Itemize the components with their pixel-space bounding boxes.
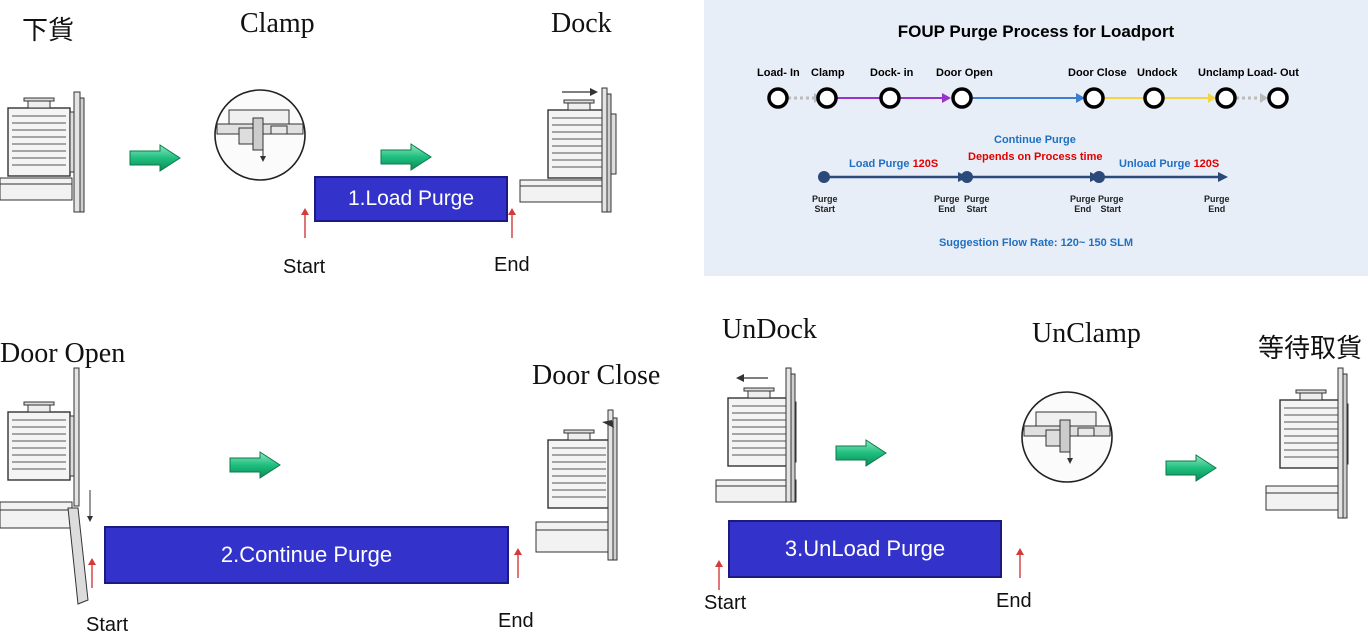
stage-label-door-open: Door Open [0,338,126,369]
foup-unload-stage-drawing [0,91,85,213]
step-node-door-open [951,87,973,109]
stage-label-door-close: Door Close [532,360,661,391]
step-label-load-in: Load- In [757,67,800,79]
step-node-unclamp [1215,87,1237,109]
marker-bottom: Start [814,204,836,214]
foup-wait-pickup-drawing [1265,367,1349,519]
unload-purge-bar: 3.UnLoad Purge [728,520,1002,578]
load-purge-timeline-label: Load Purge 120S [849,158,938,170]
start-label-2: Start [86,614,129,636]
start-marker-1 [300,207,310,239]
process-flow-graphic [767,87,1289,183]
step-label-clamp: Clamp [811,67,845,79]
start-label-1: Start [283,256,326,278]
step-node-load-in [767,87,789,109]
start-label-3: Start [704,592,747,614]
end-label-2: End [498,610,534,632]
green-arrow-3 [229,451,281,479]
stage-label-dock: Dock [551,8,612,39]
marker-top: Purge [1070,194,1096,204]
green-arrow-2 [380,143,432,171]
marker-top: Purge [812,194,838,204]
step-node-clamp [816,87,838,109]
load-purge-bar: 1.Load Purge [314,176,508,222]
clamp-detail-drawing [214,89,306,181]
step-node-dock-in [879,87,901,109]
timeline-dot-continue-start [961,171,973,183]
marker-bottom: Start [1100,204,1122,214]
step-label-door-open: Door Open [936,67,993,79]
timeline-dot-load-start [818,171,830,183]
unload-purge-time: 120S [1193,158,1220,170]
marker-bottom: End [938,204,956,214]
step-label-load-out: Load- Out [1247,67,1299,79]
foup-purge-process-panel: FOUP Purge Process for Loadport Load- In… [704,0,1368,276]
step-label-door-close: Door Close [1068,67,1127,79]
end-marker-1 [507,207,517,239]
step-label-dock-in: Dock- in [870,67,914,79]
step-label-unclamp: Unclamp [1198,67,1245,79]
unload-purge-timeline-label: Unload Purge 120S [1119,158,1219,170]
marker-top: Purge [1204,194,1230,204]
load-purge-text: Load Purge [849,158,913,170]
end-label-1: End [494,254,530,276]
stage-label-undock: UnDock [722,314,817,345]
continue-purge-bar: 2.Continue Purge [104,526,509,584]
continue-purge-timeline-label: Continue Purge [994,134,1076,146]
foup-undock-drawing [715,367,797,503]
marker-bottom: Start [966,204,988,214]
foup-door-open-drawing [0,367,93,605]
end-label-3: End [996,590,1032,612]
foup-dock-stage-drawing [519,87,617,213]
green-arrow-4 [835,439,887,467]
flow-rate-note: Suggestion Flow Rate: 120~ 150 SLM [938,237,1134,249]
start-marker-2 [87,557,97,589]
marker-top: Purge [1098,194,1124,204]
timeline-dot-unload-start [1093,171,1105,183]
foup-door-close-drawing [535,409,618,561]
green-arrow-1 [129,144,181,172]
unload-purge-text: Unload Purge [1119,158,1194,170]
stage-label-unload-cn: 下貨 [22,16,75,45]
step-node-door-close [1083,87,1105,109]
marker-top: Purge [934,194,960,204]
green-arrow-5 [1165,454,1217,482]
step-node-undock [1143,87,1165,109]
stage-label-unclamp: UnClamp [1032,318,1141,349]
continue-purge-subtitle: Depends on Process time [968,151,1103,163]
marker-bottom: End [1208,204,1226,214]
marker-top: Purge [964,194,990,204]
step-node-load-out [1267,87,1289,109]
stage-label-clamp: Clamp [240,8,315,39]
unclamp-detail-drawing [1021,391,1113,483]
process-title: FOUP Purge Process for Loadport [897,22,1175,41]
stage-label-wait-cn: 等待取貨 [1258,334,1363,363]
end-marker-2 [513,547,523,579]
marker-bottom: End [1074,204,1092,214]
start-marker-3 [714,559,724,591]
end-marker-3 [1015,547,1025,579]
step-label-undock: Undock [1137,67,1178,79]
load-purge-time: 120S [912,158,939,170]
